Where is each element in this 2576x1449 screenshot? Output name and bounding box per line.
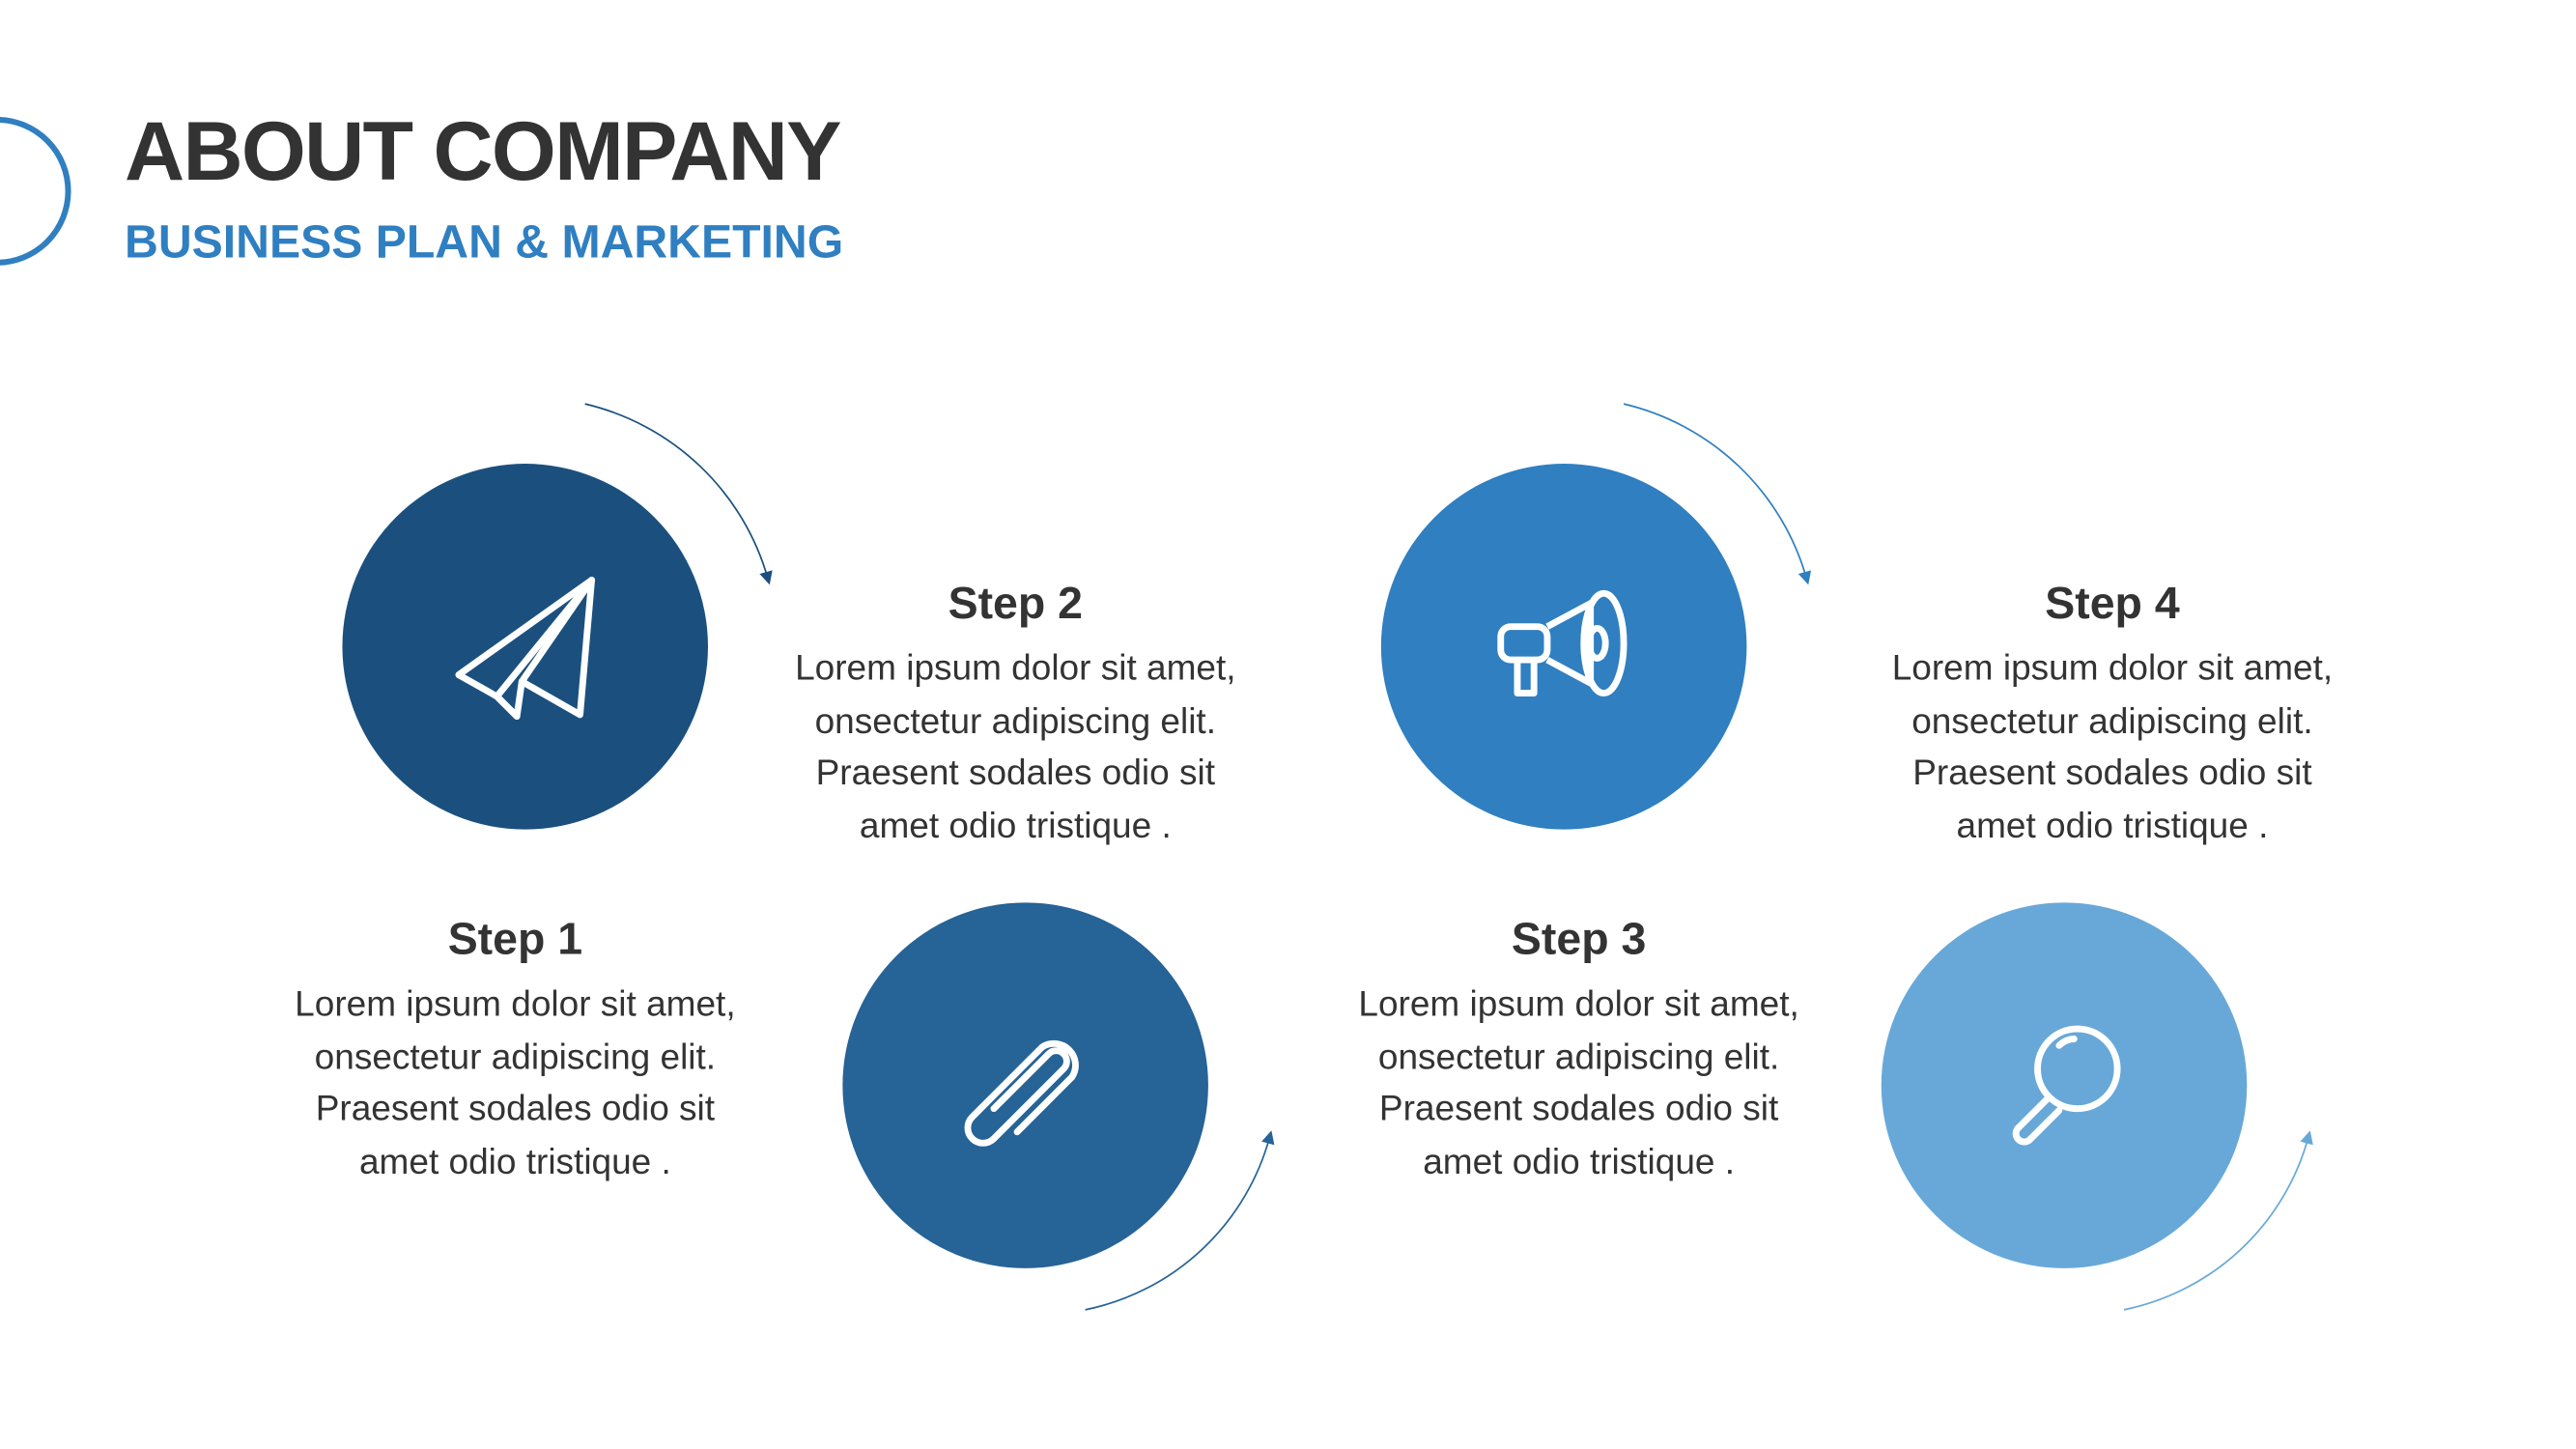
step-line: onsectetur adipiscing elit. [1377,1036,1780,1077]
step-line: Lorem ipsum dolor sit amet, [795,648,1236,689]
step2-text: Step 2 Lorem ipsum dolor sit amet, onsec… [733,579,1298,853]
step3-text: Step 3 Lorem ipsum dolor sit amet, onsec… [1296,914,1861,1188]
page-subtitle: BUSINESS PLAN & MARKETING [125,215,844,269]
magnifier-icon [2012,1025,2121,1146]
step-title: Step 1 [447,914,583,964]
step1-text: Step 1 Lorem ipsum dolor sit amet, onsec… [233,914,798,1188]
header-ring-decoration [0,116,71,266]
step-title: Step 2 [948,578,1084,629]
step-line: Praesent sodales odio sit [1912,753,2312,793]
step-line: Praesent sodales odio sit [1378,1089,1779,1129]
paper-plane-icon [455,577,595,721]
step-line: onsectetur adipiscing elit. [314,1036,717,1077]
megaphone-icon [1497,589,1628,696]
step-line: Lorem ipsum dolor sit amet, [1891,648,2334,689]
step-line: Lorem ipsum dolor sit amet, [1358,983,1799,1024]
step3-circle [1380,464,1747,830]
step-line: amet odio tristique . [1956,805,2269,845]
step-line: Praesent sodales odio sit [815,753,1215,793]
page-title: ABOUT COMPANY [125,104,841,198]
step-line: onsectetur adipiscing elit. [814,700,1217,741]
step-line: amet odio tristique . [859,805,1172,845]
step-line: amet odio tristique . [1423,1141,1736,1181]
step-line: Praesent sodales odio sit [315,1089,716,1129]
paperclip-icon [964,1039,1079,1147]
step4-text: Step 4 Lorem ipsum dolor sit amet, onsec… [1829,579,2394,853]
step1-circle [342,464,708,830]
arrow-step3-to-step4 [1623,403,1812,585]
arrow-step1-to-step2 [584,403,773,585]
step-line: amet odio tristique . [358,1141,671,1181]
arrow-step4-out [2123,1130,2313,1311]
step-title: Step 3 [1511,914,1647,964]
step-line: onsectetur adipiscing elit. [1911,700,2313,741]
step4-circle [1881,902,2248,1268]
step-line: Lorem ipsum dolor sit amet, [295,983,736,1024]
step2-circle [842,902,1208,1268]
step-title: Step 4 [2045,578,2180,629]
arrow-step2-to-step3 [1085,1130,1275,1311]
